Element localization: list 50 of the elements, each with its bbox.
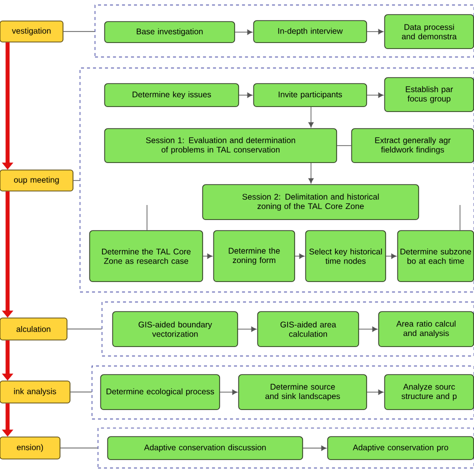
arrow: [238, 92, 252, 98]
process-box: GIS-aided area calculation: [257, 311, 360, 348]
arrow: [238, 326, 256, 332]
line: [73, 180, 80, 181]
arrow: [358, 326, 378, 332]
arrow: [308, 162, 314, 184]
arrow: [366, 29, 384, 34]
process-box: Analyze sourc structure and p: [384, 374, 474, 410]
dashed-frame: [98, 428, 474, 468]
process-box: Select key historical time nodes: [305, 230, 386, 282]
process-box: Determine the TAL Core Zone as research case: [89, 230, 204, 282]
process-box: GIS-aided boundary vectorization: [112, 311, 238, 348]
arrow: [366, 390, 384, 395]
arrow: [234, 30, 252, 35]
process-box: Determine ecological process: [100, 374, 220, 410]
dashed-frame: [92, 366, 474, 420]
process-box: Invite participants: [253, 83, 368, 108]
stage-box: oup meeting: [0, 170, 74, 192]
arrow: [220, 390, 238, 395]
stage-box: vestigation: [0, 20, 64, 42]
process-box: In-depth interview: [253, 20, 368, 44]
process-box: Base investigation: [104, 21, 236, 44]
line: [146, 204, 148, 231]
arrow: [386, 254, 396, 259]
process-box: Establish par focus group: [384, 77, 474, 112]
stage-box: ension): [0, 436, 60, 460]
line: [67, 328, 102, 330]
dashed-frame: [102, 302, 474, 356]
process-box: Determine key issues: [104, 83, 240, 108]
process-box: Data processi and demonstra: [384, 14, 474, 50]
arrow: [294, 254, 304, 259]
arrow: [302, 446, 326, 451]
process-box: Area ratio calcul and analysis: [378, 311, 474, 348]
stage-box: alculation: [0, 318, 68, 340]
process-box: Determine the zoning form: [213, 230, 296, 282]
process-box: Adaptive conservation pro: [327, 436, 474, 460]
line: [63, 31, 95, 32]
arrow: [202, 254, 212, 259]
stage-box: ink analysis: [0, 380, 70, 404]
line: [336, 145, 352, 146]
process-box: Determine subzone bo at each time: [397, 230, 474, 282]
dashed-frame: [80, 68, 474, 292]
dashed-frame: [94, 4, 474, 58]
arrow: [366, 92, 384, 98]
process-box: Extract generally agr fieldwork findings: [351, 128, 474, 164]
process-box: Session 1: Evaluation and determination of problems in TAL conservation: [104, 128, 338, 164]
arrow: [308, 106, 314, 128]
process-box: Determine source and sink landscapes: [238, 374, 368, 410]
process-box: Session 2: Delimitation and historical zoning of the TAL Core Zone: [202, 184, 420, 220]
process-box: Adaptive conservation discussion: [107, 436, 304, 460]
